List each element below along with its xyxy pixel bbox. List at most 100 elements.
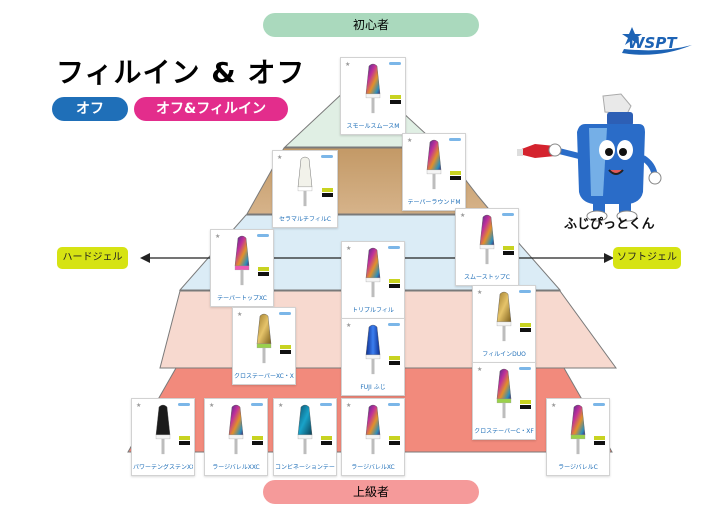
product-card[interactable]: ★ スモールスムースM <box>340 57 406 135</box>
product-card[interactable]: ★クロステーパーXC・XF <box>232 307 296 385</box>
brand-star-icon: ★ <box>346 245 352 252</box>
brand-badge-icon <box>320 403 332 406</box>
drill-bit-icon <box>297 156 313 207</box>
product-label: ラージバレルC <box>558 464 598 471</box>
soft-gel-label: ソフトジェル <box>613 247 681 269</box>
grit-tag-icon <box>280 350 291 354</box>
off-fillin-button[interactable]: オフ&フィルイン <box>134 97 288 121</box>
product-card[interactable]: ★ スムーストップC <box>455 208 519 286</box>
product-card[interactable]: ★ テーパートップXC <box>210 229 274 307</box>
brand-badge-icon <box>388 246 400 249</box>
product-card[interactable]: ★ セラマルチフィルC <box>272 150 338 228</box>
drill-bit-icon <box>365 404 381 455</box>
grit-tag-icon <box>390 100 401 104</box>
brand-star-icon: ★ <box>209 402 215 409</box>
product-card[interactable]: ★フィルインDUO <box>472 285 536 363</box>
product-card[interactable]: ★ラージバレルXC <box>341 398 405 476</box>
logo-swoosh-icon <box>622 27 692 55</box>
brand-star-icon: ★ <box>460 212 466 219</box>
product-label: ラージバレルXXC <box>212 464 260 471</box>
product-label: トリプルフィル <box>352 307 394 314</box>
product-card[interactable]: ★ ラージバレルXXC <box>204 398 268 476</box>
product-card[interactable]: ★ パワーテングステンXXC <box>131 398 195 476</box>
brand-star-icon: ★ <box>477 366 483 373</box>
brand-star-icon: ★ <box>136 402 142 409</box>
grit-tag-icon <box>594 441 605 445</box>
grit-color-icon <box>179 436 190 440</box>
grit-color-icon <box>520 323 531 327</box>
grit-tag-icon <box>450 176 461 180</box>
product-card[interactable]: ★ クロステーパーC・XF <box>472 362 536 440</box>
grit-color-icon <box>252 436 263 440</box>
wspt-logo: WSPT <box>618 23 696 59</box>
product-label: フィルインDUO <box>482 351 526 358</box>
drill-bit-icon <box>496 291 512 342</box>
gel-axis-arrow-right <box>604 253 614 263</box>
drill-bit-icon <box>426 139 442 190</box>
grit-tag-icon <box>503 251 514 255</box>
brand-badge-icon <box>279 312 291 315</box>
hard-gel-label: ハードジェル <box>57 247 128 269</box>
grit-color-icon <box>390 95 401 99</box>
brand-star-icon: ★ <box>345 61 351 68</box>
brand-badge-icon <box>178 403 190 406</box>
product-label: パワーテングステンXXC <box>133 464 193 471</box>
product-label: スモールスムースM <box>346 123 400 130</box>
drill-bit-icon <box>256 313 272 364</box>
brand-badge-icon <box>388 403 400 406</box>
product-label: クロステーパーC・XF <box>474 428 534 435</box>
mascot <box>515 92 665 232</box>
brand-badge-icon <box>389 62 401 65</box>
brand-star-icon: ★ <box>237 311 243 318</box>
product-label: テーパーラウンドM <box>407 199 461 206</box>
product-card[interactable]: ★FUJI ふじ <box>341 318 405 396</box>
grit-color-icon <box>322 188 333 192</box>
product-card[interactable]: ★ トリプルフィル <box>341 241 405 319</box>
brand-badge-icon <box>593 403 605 406</box>
product-card[interactable]: ★ ラージバレルC <box>546 398 610 476</box>
brand-badge-icon <box>321 155 333 158</box>
product-label: コンビネーションテーパーブルー <box>275 464 335 471</box>
grit-tag-icon <box>389 361 400 365</box>
level-beginner: 初心者 <box>263 13 479 37</box>
gel-axis-arrow-left <box>140 253 150 263</box>
brand-badge-icon <box>251 403 263 406</box>
product-card[interactable]: ★テーパーラウンドM <box>402 133 466 211</box>
grit-color-icon <box>389 356 400 360</box>
drill-bit-icon <box>155 404 171 455</box>
drill-bit-icon <box>479 214 495 265</box>
brand-badge-icon <box>519 290 531 293</box>
brand-badge-icon <box>257 234 269 237</box>
product-label: FUJI ふじ <box>360 384 386 391</box>
brand-badge-icon <box>502 213 514 216</box>
level-expert: 上級者 <box>263 480 479 504</box>
logo-text: WSPT <box>628 34 677 52</box>
brand-star-icon: ★ <box>277 154 283 161</box>
mascot-name: ふじぴっとくん <box>564 217 655 232</box>
drill-bit-icon <box>365 324 381 375</box>
brand-star-icon: ★ <box>278 402 284 409</box>
grit-tag-icon <box>389 284 400 288</box>
product-label: スムーストップC <box>464 274 510 281</box>
product-card[interactable]: ★ コンビネーションテーパーブルー <box>273 398 337 476</box>
drill-bit-icon <box>234 235 250 286</box>
brand-badge-icon <box>519 367 531 370</box>
grit-tag-icon <box>520 328 531 332</box>
grit-color-icon <box>389 279 400 283</box>
off-button[interactable]: オフ <box>52 97 128 121</box>
drill-bit-icon <box>365 247 381 298</box>
brand-star-icon: ★ <box>551 402 557 409</box>
drill-bit-icon <box>496 368 512 419</box>
product-label: セラマルチフィルC <box>278 216 332 223</box>
product-label: ラージバレルXC <box>351 464 395 471</box>
grit-color-icon <box>389 436 400 440</box>
grit-tag-icon <box>322 193 333 197</box>
brand-star-icon: ★ <box>215 233 221 240</box>
brand-badge-icon <box>388 323 400 326</box>
grit-color-icon <box>258 267 269 271</box>
grit-tag-icon <box>321 441 332 445</box>
grit-tag-icon <box>179 441 190 445</box>
drill-bit-icon <box>570 404 586 455</box>
drill-bit-icon <box>228 404 244 455</box>
product-label: テーパートップXC <box>217 295 267 302</box>
